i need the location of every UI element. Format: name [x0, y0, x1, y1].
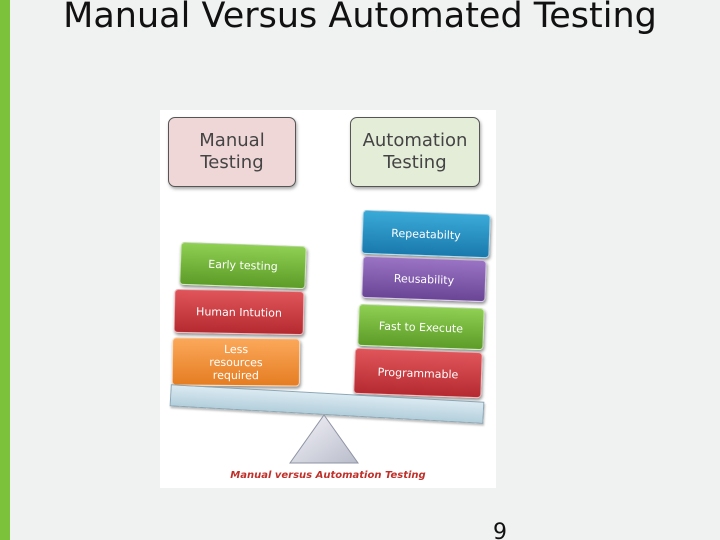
automation-block-programmable: Programmable [353, 347, 483, 399]
fulcrum-triangle-icon [289, 414, 359, 464]
manual-vs-automation-figure: Manual Testing Automation Testing Early … [160, 110, 496, 488]
manual-testing-header: Manual Testing [168, 117, 296, 187]
page-number: 9 [493, 520, 507, 540]
manual-block-human-intuition: Human Intution [173, 288, 305, 336]
manual-block-early-testing: Early testing [179, 241, 307, 290]
manual-block-less-resources: Less resources required [171, 337, 301, 387]
automation-block-repeatability: Repeatabilty [361, 209, 491, 259]
automation-block-reusability: Reusability [361, 255, 487, 303]
figure-caption: Manual versus Automation Testing [230, 470, 426, 481]
automation-testing-header: Automation Testing [350, 117, 480, 187]
automation-block-fast-to-execute: Fast to Execute [357, 303, 485, 351]
slide-title: Manual Versus Automated Testing [63, 0, 657, 36]
slide-accent-bar [0, 0, 10, 540]
